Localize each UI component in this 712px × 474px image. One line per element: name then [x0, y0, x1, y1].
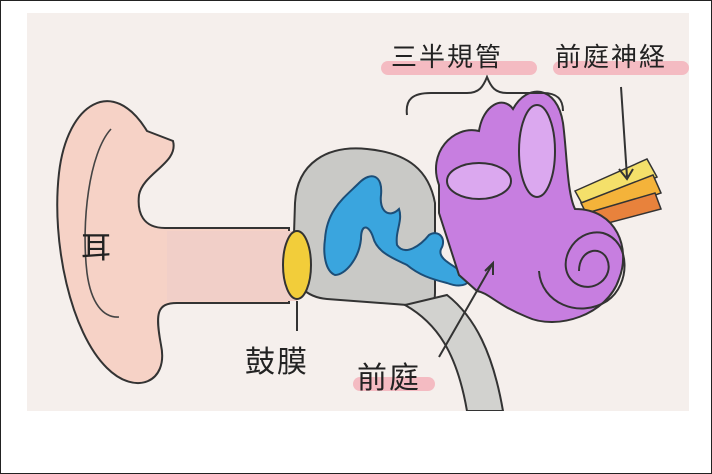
semicircular-loop-b	[519, 105, 555, 197]
label-vestibule: 前庭	[357, 353, 421, 397]
semicircular-loop-a	[447, 163, 511, 199]
eardrum-shape	[283, 231, 311, 299]
label-ear: 耳	[81, 223, 113, 267]
label-vestibular-nerve: 前庭神経	[555, 37, 667, 74]
ear-canal	[167, 231, 297, 301]
nerve-pointer	[619, 87, 633, 179]
label-semicircular-canals: 三半規管	[391, 37, 503, 74]
middle-ear	[293, 148, 435, 310]
diagram-panel: 三半規管 前庭神経 耳 鼓膜 前庭	[27, 13, 689, 411]
label-eardrum: 鼓膜	[245, 337, 309, 381]
